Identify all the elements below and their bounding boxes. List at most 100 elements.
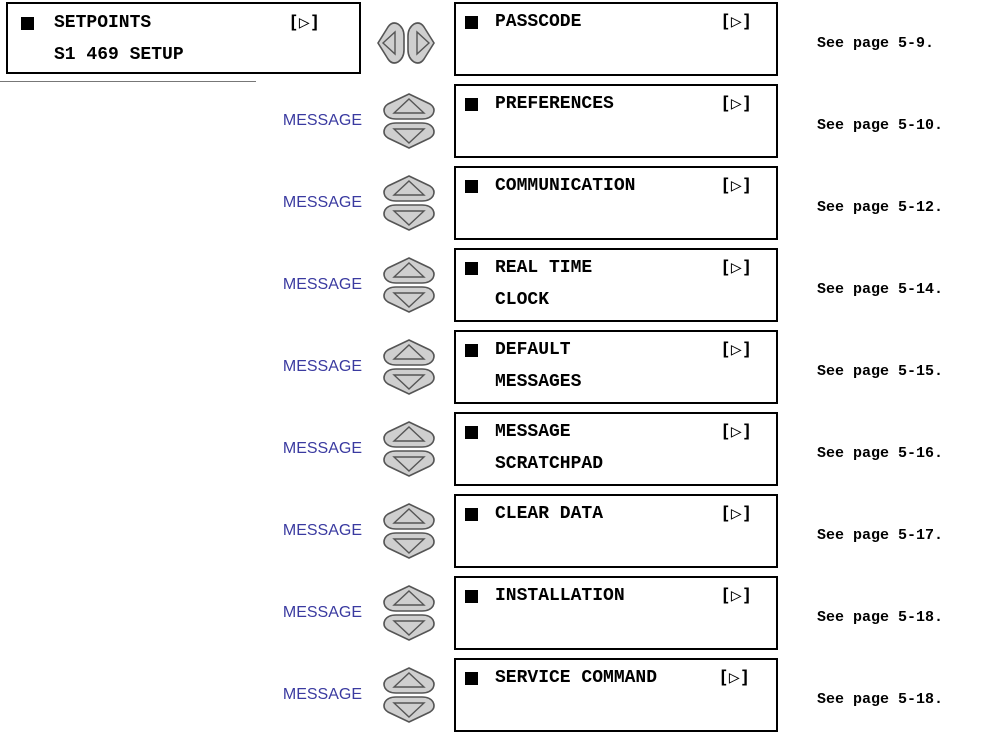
- up-triangle-icon: [392, 262, 426, 278]
- down-triangle-icon: [392, 538, 426, 554]
- display-line1: REAL TIME: [495, 258, 593, 278]
- display-line2: CLOCK: [495, 290, 550, 310]
- up-down-arrow-keys-icon[interactable]: [380, 584, 438, 642]
- up-down-arrow-keys-icon[interactable]: [380, 420, 438, 478]
- down-key-icon: [383, 696, 435, 723]
- page-reference: See page 5-16.: [817, 445, 944, 462]
- message-key-label: MESSAGE: [282, 358, 362, 375]
- display-arrow: [▷]: [720, 257, 753, 278]
- message-key-label: MESSAGE: [282, 276, 362, 293]
- display-arrow: [▷]: [720, 585, 753, 606]
- down-key-icon: [383, 286, 435, 313]
- setpoint-menu-display[interactable]: COMMUNICATION [▷]: [454, 166, 778, 240]
- page-reference: See page 5-15.: [817, 363, 944, 380]
- bullet-square-icon: [465, 180, 478, 193]
- up-down-arrow-keys-icon[interactable]: [380, 174, 438, 232]
- setpoints-root-display: SETPOINTS [▷] S1 469 SETUP: [6, 2, 361, 74]
- setpoint-menu-display[interactable]: DEFAULT [▷] MESSAGES: [454, 330, 778, 404]
- up-triangle-icon: [392, 98, 426, 114]
- root-underline: [0, 81, 256, 82]
- setpoint-menu-display[interactable]: SERVICE COMMAND [▷]: [454, 658, 778, 732]
- message-key-label: MESSAGE: [282, 522, 362, 539]
- up-down-arrow-keys-icon[interactable]: [380, 502, 438, 560]
- page-reference: See page 5-14.: [817, 281, 944, 298]
- bullet-square-icon: [465, 508, 478, 521]
- display-arrow: [▷]: [720, 93, 753, 114]
- display-line1: CLEAR DATA: [495, 504, 604, 524]
- up-key-icon: [383, 93, 435, 120]
- display-line1: PASSCODE: [495, 12, 582, 32]
- up-key-icon: [383, 667, 435, 694]
- page-reference: See page 5-12.: [817, 199, 944, 216]
- up-triangle-icon: [392, 672, 426, 688]
- bullet-square-icon: [465, 426, 478, 439]
- down-key-icon: [383, 204, 435, 231]
- root-display-line2: S1 469 SETUP: [54, 45, 184, 65]
- up-down-arrow-keys-icon[interactable]: [380, 338, 438, 396]
- bullet-square-icon: [21, 17, 34, 30]
- root-display-arrow: [▷]: [288, 12, 321, 33]
- setpoint-menu-display[interactable]: PREFERENCES [▷]: [454, 84, 778, 158]
- down-triangle-icon: [392, 374, 426, 390]
- display-arrow: [▷]: [720, 339, 753, 360]
- display-arrow: [▷]: [720, 175, 753, 196]
- up-key-icon: [383, 503, 435, 530]
- down-triangle-icon: [392, 292, 426, 308]
- down-triangle-icon: [392, 620, 426, 636]
- up-down-arrow-keys-icon[interactable]: [380, 92, 438, 150]
- page-reference: See page 5-18.: [817, 691, 944, 708]
- root-display-line1: SETPOINTS: [54, 13, 152, 33]
- down-key-icon: [383, 122, 435, 149]
- page-reference: See page 5-18.: [817, 609, 944, 626]
- display-line1: INSTALLATION: [495, 586, 625, 606]
- display-line1: PREFERENCES: [495, 94, 614, 114]
- page-reference: See page 5-9.: [817, 35, 935, 52]
- message-key-label: MESSAGE: [282, 440, 362, 457]
- display-line1: SERVICE COMMAND: [495, 668, 658, 688]
- page-reference: See page 5-10.: [817, 117, 944, 134]
- bullet-square-icon: [465, 16, 478, 29]
- up-triangle-icon: [392, 180, 426, 196]
- display-line1: COMMUNICATION: [495, 176, 636, 196]
- up-triangle-icon: [392, 508, 426, 524]
- down-key-icon: [383, 368, 435, 395]
- down-key-icon: [383, 450, 435, 477]
- bullet-square-icon: [465, 672, 478, 685]
- setpoint-menu-display[interactable]: PASSCODE [▷]: [454, 2, 778, 76]
- display-line2: MESSAGES: [495, 372, 582, 392]
- up-triangle-icon: [392, 344, 426, 360]
- left-right-arrow-keys-icon[interactable]: [374, 18, 438, 68]
- display-arrow: [▷]: [718, 667, 751, 688]
- up-down-arrow-keys-icon[interactable]: [380, 666, 438, 724]
- down-triangle-icon: [392, 128, 426, 144]
- bullet-square-icon: [465, 344, 478, 357]
- down-triangle-icon: [392, 702, 426, 718]
- bullet-square-icon: [465, 262, 478, 275]
- up-key-icon: [383, 421, 435, 448]
- message-key-label: MESSAGE: [282, 194, 362, 211]
- display-arrow: [▷]: [720, 11, 753, 32]
- bullet-square-icon: [465, 590, 478, 603]
- display-line2: SCRATCHPAD: [495, 454, 604, 474]
- up-triangle-icon: [392, 590, 426, 606]
- setpoint-menu-display[interactable]: INSTALLATION [▷]: [454, 576, 778, 650]
- page-reference: See page 5-17.: [817, 527, 944, 544]
- setpoint-menu-display[interactable]: MESSAGE [▷] SCRATCHPAD: [454, 412, 778, 486]
- up-key-icon: [383, 257, 435, 284]
- up-key-icon: [383, 585, 435, 612]
- display-arrow: [▷]: [720, 421, 753, 442]
- down-triangle-icon: [392, 456, 426, 472]
- up-key-icon: [383, 339, 435, 366]
- down-key-icon: [383, 532, 435, 559]
- up-down-arrow-keys-icon[interactable]: [380, 256, 438, 314]
- display-arrow: [▷]: [720, 503, 753, 524]
- message-key-label: MESSAGE: [282, 112, 362, 129]
- up-triangle-icon: [392, 426, 426, 442]
- setpoint-menu-display[interactable]: CLEAR DATA [▷]: [454, 494, 778, 568]
- setpoint-menu-display[interactable]: REAL TIME [▷] CLOCK: [454, 248, 778, 322]
- up-key-icon: [383, 175, 435, 202]
- display-line1: MESSAGE: [495, 422, 571, 442]
- message-key-label: MESSAGE: [282, 686, 362, 703]
- down-triangle-icon: [392, 210, 426, 226]
- display-line1: DEFAULT: [495, 340, 571, 360]
